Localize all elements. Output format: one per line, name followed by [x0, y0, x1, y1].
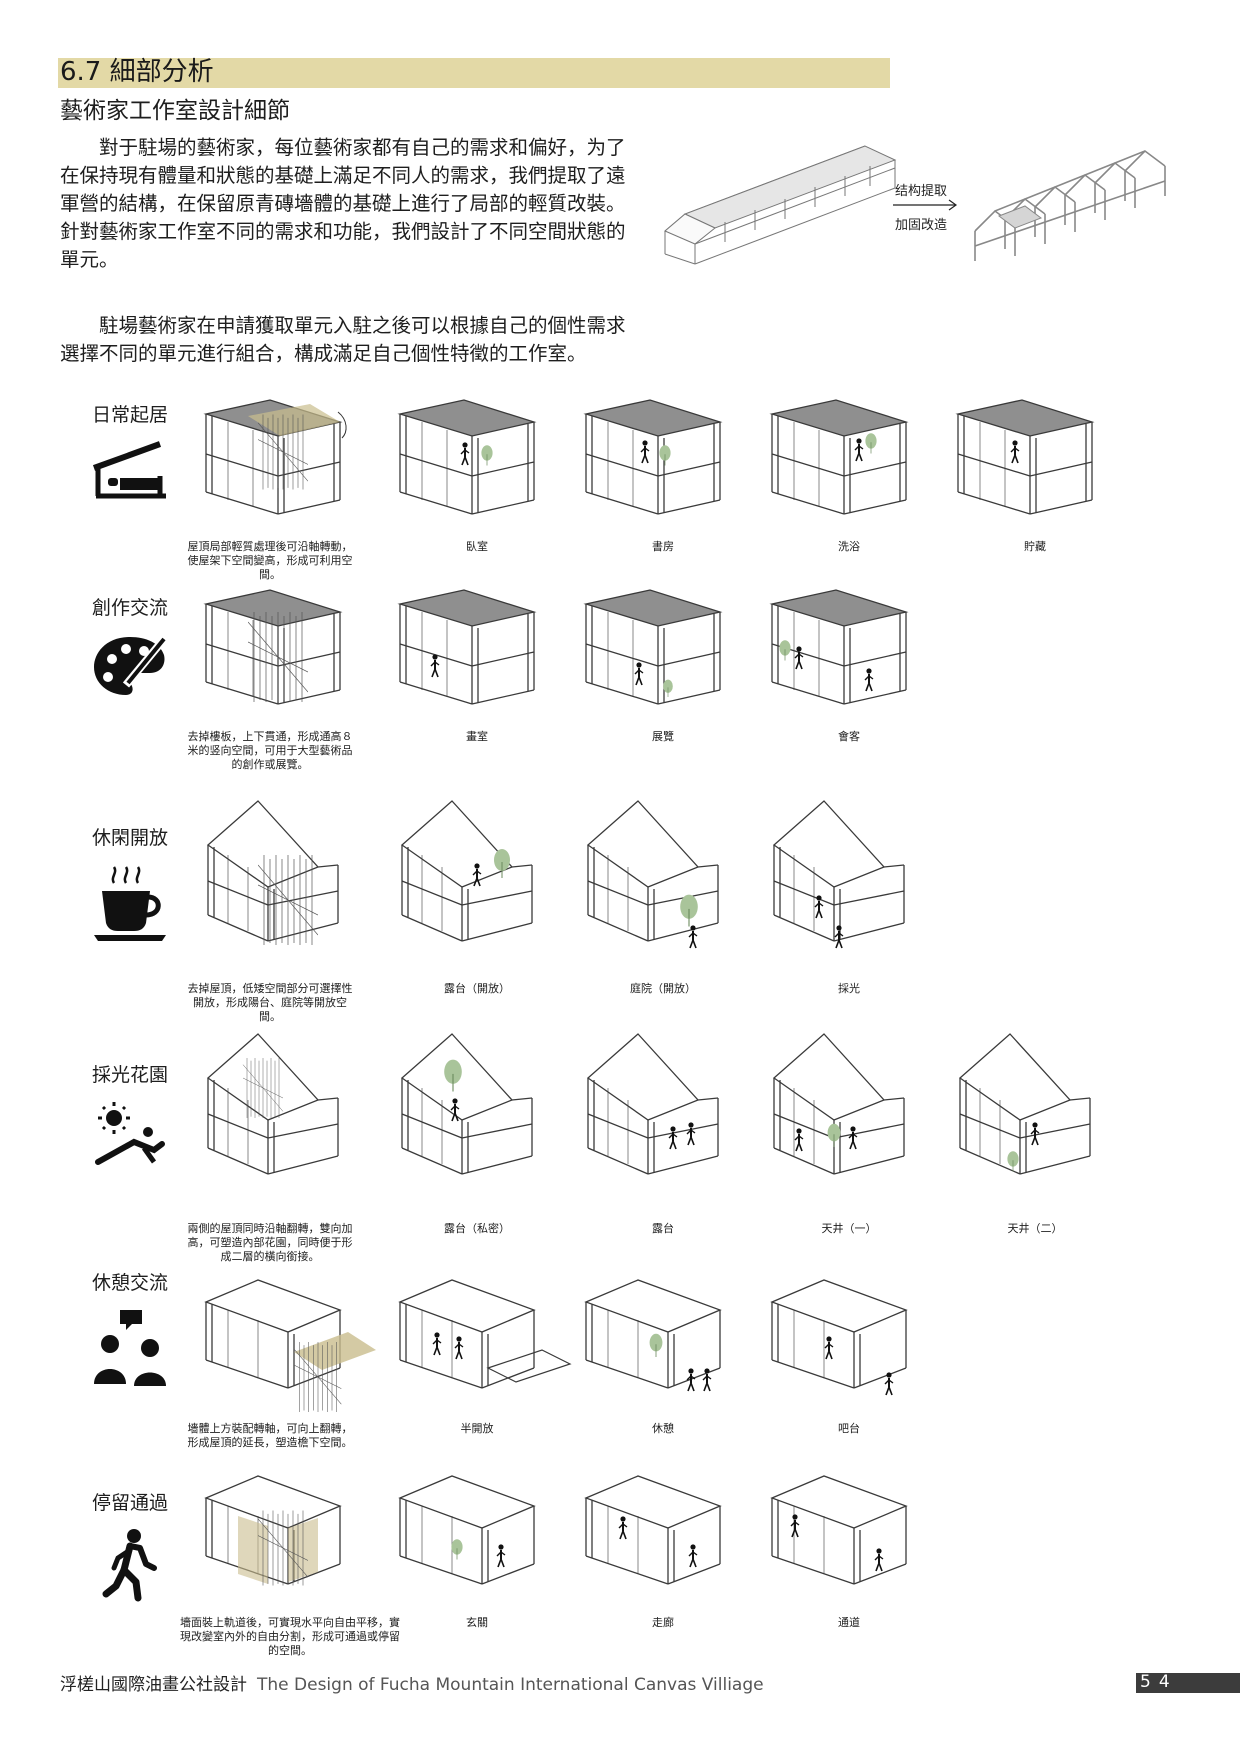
variant-label: 通道	[838, 1616, 860, 1629]
unit-entrance-sketch	[399, 1475, 535, 1585]
unit-passage-sketch	[771, 1475, 907, 1585]
footer-title-en: The Design of Fucha Mountain Internation…	[257, 1675, 764, 1695]
unit-open-terrace-sketch	[401, 800, 533, 942]
unit-atrium-2-sketch	[959, 1033, 1091, 1175]
unit-study-sketch	[585, 399, 721, 515]
unit-bar-sketch	[771, 1279, 907, 1396]
intro-paragraph-1: 對于駐場的藝術家，每位藝術家都有自己的需求和偏好，为了在保持現有體量和狀態的基礎…	[60, 136, 626, 271]
people-chat-icon	[94, 1310, 166, 1386]
category-title: 創作交流	[91, 597, 168, 619]
variant-label: 洗浴	[838, 540, 860, 553]
variant-label: 畫室	[466, 730, 488, 743]
variant-label: 書房	[652, 540, 674, 553]
structure-extraction-diagram: 结构提取 加固改造	[655, 136, 1175, 286]
unit-bath-sketch	[771, 399, 907, 515]
footer-title: 浮槎山國際油畫公社設計 The Design of Fucha Mountain …	[60, 1670, 764, 1695]
bed-shelter-icon	[92, 441, 166, 499]
walking-person-icon	[102, 1529, 157, 1602]
variant-label: 貯藏	[1024, 540, 1046, 553]
variant-label: 露台（開放）	[444, 982, 510, 995]
unit-reception-sketch	[771, 589, 907, 705]
section-title: 6.7 細部分析	[60, 57, 214, 87]
frame-structure-drawing	[974, 149, 1166, 261]
unit-semi-open-sketch	[399, 1279, 572, 1389]
sun-lounger-icon	[95, 1102, 165, 1165]
caption-creation-exchange: 去掉樓板，上下貫通，形成通高８米的竖向空間，可用于大型藝術品的創作或展覽。	[187, 730, 353, 771]
wall-flip-diagram	[205, 1279, 376, 1412]
caption-daylight-garden: 兩側的屋頂同時沿軸翻轉，雙向加高，可塑造內部花園，同時便于形成二層的橫向銜接。	[187, 1222, 353, 1263]
variant-label: 會客	[838, 730, 860, 743]
unit-atrium-1-sketch	[773, 1033, 905, 1175]
variant-label: 天井（一）	[821, 1222, 877, 1235]
category-title: 休閑開放	[91, 827, 168, 849]
sliding-wall-diagram	[205, 1475, 341, 1586]
category-stay-pass: 停留通過	[60, 1490, 200, 1602]
unit-rest-sketch	[585, 1279, 721, 1392]
category-daily-living: 日常起居	[60, 402, 200, 500]
roof-rotation-diagram	[205, 399, 347, 515]
roof-removal-diagram	[207, 800, 339, 945]
unit-lighting-sketch	[773, 800, 905, 949]
arrow-right-icon	[893, 199, 958, 211]
unit-open-courtyard-sketch	[587, 800, 719, 949]
unit-studio-sketch	[399, 589, 535, 705]
intro-paragraph-2: 駐場藝術家在申請獲取單元入駐之後可以根據自己的個性需求選擇不同的單元進行組合，構…	[60, 314, 626, 365]
caption-daily-living: 屋頂局部輕質處理後可沿軸轉動，使屋架下空間變高，形成可利用空間。	[187, 540, 353, 581]
variant-label: 庭院（開放）	[630, 982, 696, 995]
floor-removal-diagram	[205, 589, 341, 705]
category-title: 休憩交流	[91, 1272, 168, 1294]
category-title: 停留通過	[91, 1492, 168, 1514]
variant-label: 吧台	[838, 1422, 860, 1435]
category-rest-exchange: 休憩交流	[60, 1270, 200, 1388]
variant-label: 走廊	[652, 1616, 674, 1629]
caption-stay-pass: 墻面裝上軌道後，可實現水平向自由平移，實現改變室內外的自由分割，形成可通過或停留…	[180, 1616, 400, 1657]
page-number: 54	[1140, 1672, 1178, 1692]
variant-label: 半開放	[460, 1422, 494, 1435]
palette-brush-icon	[94, 636, 168, 695]
reinforcement-label: 加固改造	[895, 218, 948, 233]
variant-label: 天井（二）	[1007, 1222, 1063, 1235]
caption-rest-exchange: 墻體上方裝配轉軸，可向上翻轉，形成屋頂的延長，塑造檐下空間。	[187, 1422, 353, 1449]
unit-terrace-sketch	[587, 1033, 719, 1175]
category-creation-exchange: 創作交流	[60, 595, 200, 699]
variant-label: 展覽	[652, 730, 674, 743]
unit-corridor-sketch	[585, 1475, 721, 1585]
caption-leisure-open: 去掉屋頂，低矮空間部分可選擇性開放，形成陽台、庭院等開放空間。	[187, 982, 353, 1023]
category-daylight-garden: 採光花園	[60, 1062, 200, 1170]
category-title: 日常起居	[91, 404, 168, 426]
section-title-band	[58, 58, 890, 88]
category-title: 採光花園	[91, 1064, 168, 1086]
footer-title-cn: 浮槎山國際油畫公社設計	[60, 1675, 247, 1695]
coffee-cup-icon	[94, 866, 166, 941]
double-roof-rotation-diagram	[207, 1033, 339, 1175]
page-subtitle: 藝術家工作室設計細節	[60, 98, 290, 124]
variant-label: 露台（私密）	[444, 1222, 510, 1235]
barracks-extrusion-drawing	[664, 145, 897, 265]
variant-label: 休憩	[652, 1422, 674, 1435]
variant-label: 臥室	[466, 540, 488, 553]
unit-storage-sketch	[957, 399, 1093, 515]
unit-bedroom-sketch	[399, 399, 535, 515]
variant-label: 露台	[652, 1222, 674, 1235]
variant-label: 玄關	[466, 1616, 488, 1629]
category-leisure-open: 休閑開放	[60, 825, 200, 943]
unit-exhibition-sketch	[585, 589, 721, 705]
variant-label: 採光	[838, 982, 860, 995]
extraction-label: 结构提取	[895, 184, 948, 199]
page-number-box	[1136, 1673, 1240, 1693]
unit-private-terrace-sketch	[401, 1033, 533, 1175]
